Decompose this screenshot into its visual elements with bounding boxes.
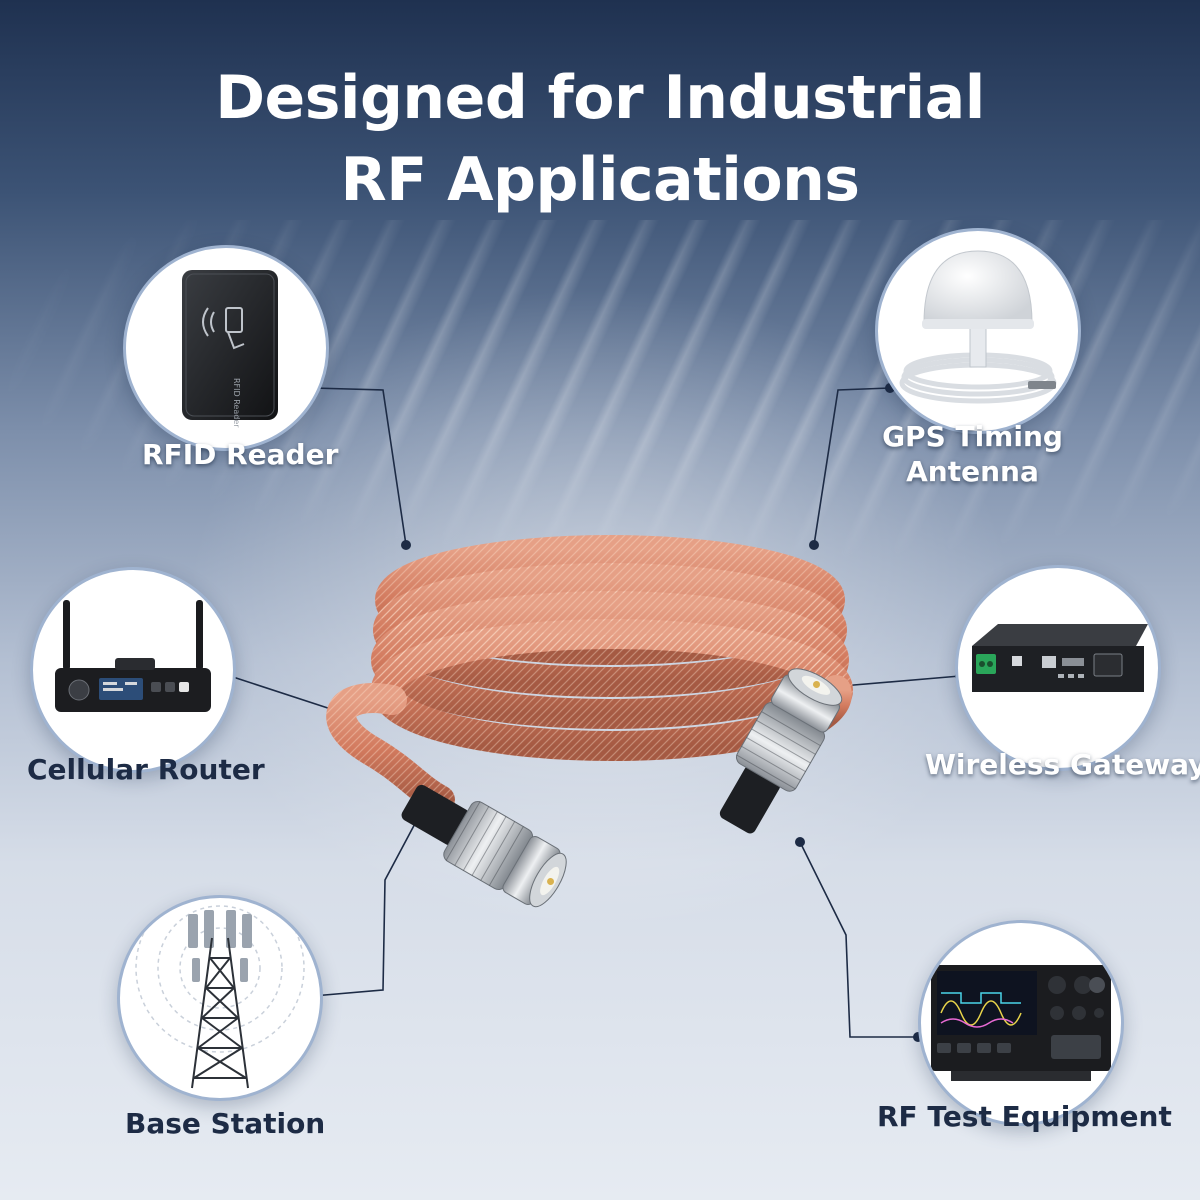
line-base-station: [312, 817, 419, 997]
rfid-reader-icon: RFID Reader: [182, 270, 278, 428]
rf-test-equipment-circle: [918, 920, 1124, 1126]
line-gps-antenna: [813, 387, 891, 546]
line-cellular-router: [229, 675, 341, 713]
label-rf-test-equipment: RF Test Equipment: [877, 1100, 1172, 1133]
label-wireless-gateway: Wireless Gateway: [925, 748, 1200, 781]
cellular-router-circle: [30, 567, 236, 773]
label-gps-antenna-line-1: GPS Timing: [882, 420, 1063, 453]
label-rfid-reader: RFID Reader: [142, 438, 339, 471]
label-cellular-router: Cellular Router: [27, 753, 265, 786]
headline-line-2: RF Applications: [340, 145, 861, 215]
headline-line-1: Designed for Industrial: [215, 63, 985, 133]
base-station-circle: [117, 895, 323, 1101]
tnc-connector-right: [719, 668, 843, 834]
rf-test-equipment-icon: [931, 965, 1111, 1081]
cellular-router-icon: [55, 600, 211, 712]
rfid-device-print: RFID Reader: [232, 378, 241, 428]
gps-antenna-circle: [875, 228, 1081, 434]
gps-antenna-icon: [899, 250, 1057, 404]
dot-gps-cable: [809, 540, 819, 550]
wireless-gateway-circle: [955, 565, 1161, 771]
rfid-reader-circle: RFID Reader: [123, 245, 329, 451]
wireless-gateway-icon: [972, 624, 1148, 692]
dot-rfid-cable: [401, 540, 411, 550]
base-station-icon: [135, 898, 305, 1089]
line-rfid-reader: [312, 387, 407, 546]
line-wireless-gateway: [841, 675, 961, 687]
label-gps-antenna-line-2: Antenna: [906, 455, 1039, 488]
line-rf-test-equipment: [799, 841, 918, 1038]
tnc-connector-left: [401, 784, 567, 908]
dot-rftest-cable: [795, 837, 805, 847]
label-base-station: Base Station: [125, 1107, 326, 1140]
